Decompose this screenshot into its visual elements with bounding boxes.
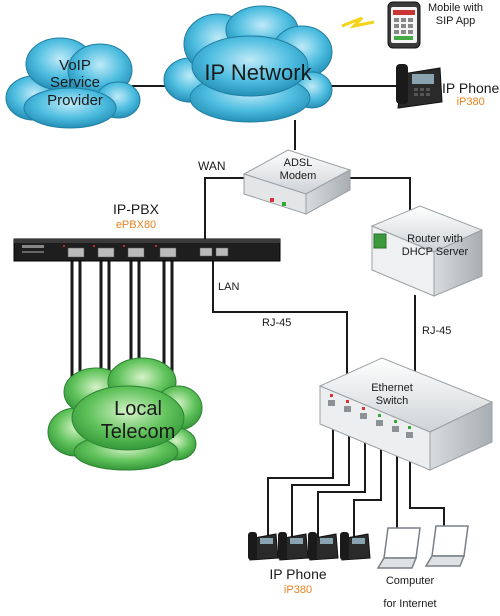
- mobile-line-2: SIP App: [435, 14, 476, 27]
- rj45-left-label: RJ-45: [262, 317, 292, 329]
- ip-network-cloud: [163, 5, 333, 123]
- computers-line-1: Computer: [385, 575, 435, 587]
- ippbx-model: ePBX80: [115, 219, 157, 232]
- bottom-phones-title: IP Phone: [269, 566, 327, 582]
- wan-label: WAN: [198, 159, 226, 173]
- voip-line-1: VoIP: [59, 57, 91, 74]
- link-modem-router: [350, 177, 411, 210]
- rj45-right-label: RJ-45: [422, 325, 452, 337]
- voip-line-3: Provider: [47, 91, 103, 109]
- ip-network-label: IP Network: [204, 60, 312, 85]
- link-modem-wan: [204, 177, 244, 245]
- switch-line-2: Switch: [375, 394, 409, 407]
- top-phone-title: IP Phone: [442, 80, 500, 96]
- telecom-line-1: Local: [114, 398, 162, 420]
- switch-label: Ethernet Switch: [371, 382, 413, 407]
- smartphone-icon: [341, 1, 421, 49]
- switch-icon: [318, 357, 494, 471]
- computers-label: Computer for Internet: [383, 575, 436, 610]
- modem-line-1: ADSL: [283, 157, 313, 169]
- link-pbx-lan: [212, 258, 348, 375]
- top-phone-label: IP Phone iP380: [442, 80, 499, 109]
- ippbx-label: IP-PBX ePBX80: [113, 201, 159, 232]
- telecom-line-2: Telecom: [100, 421, 176, 443]
- lan-label: LAN: [218, 281, 240, 293]
- bottom-phones-model: iP380: [283, 584, 313, 597]
- link-switch-phone-2: [291, 412, 350, 538]
- modem-icon: [242, 149, 352, 215]
- router-line-1: Router with: [407, 233, 463, 245]
- link-switch-laptop-2: [409, 436, 445, 530]
- desk-phone-icon: [248, 532, 371, 561]
- laptop-icon: [376, 525, 469, 569]
- pbx-rack-icon: [13, 238, 281, 262]
- switch-line-1: Ethernet: [371, 382, 413, 394]
- router-icon: [370, 205, 484, 297]
- bottom-phones-label: IP Phone iP380: [269, 566, 326, 597]
- telecom-label: Local Telecom: [101, 398, 175, 444]
- voip-cloud: [5, 37, 141, 129]
- desk-phone-icon: [396, 64, 443, 109]
- voip-provider-label: VoIP Service Provider: [47, 57, 103, 109]
- link-switch-phone-4: [353, 424, 382, 538]
- link-switch-phone-3: [317, 418, 366, 538]
- router-label: Router with DHCP Server: [402, 233, 468, 258]
- link-switch-phone-1: [267, 408, 334, 538]
- top-phone-model: iP380: [456, 96, 485, 109]
- modem-label: ADSL Modem: [280, 157, 317, 182]
- mobile-label: Mobile with SIP App: [428, 2, 483, 27]
- telecom-cloud: [47, 357, 203, 471]
- computers-line-2: for Internet: [383, 597, 437, 610]
- telecom-trunk-lines: [70, 258, 174, 380]
- mobile-line-1: Mobile with: [428, 2, 484, 14]
- router-line-2: DHCP Server: [401, 245, 469, 258]
- voip-line-2: Service: [49, 74, 101, 92]
- modem-line-2: Modem: [279, 169, 317, 182]
- ippbx-title: IP-PBX: [113, 201, 159, 217]
